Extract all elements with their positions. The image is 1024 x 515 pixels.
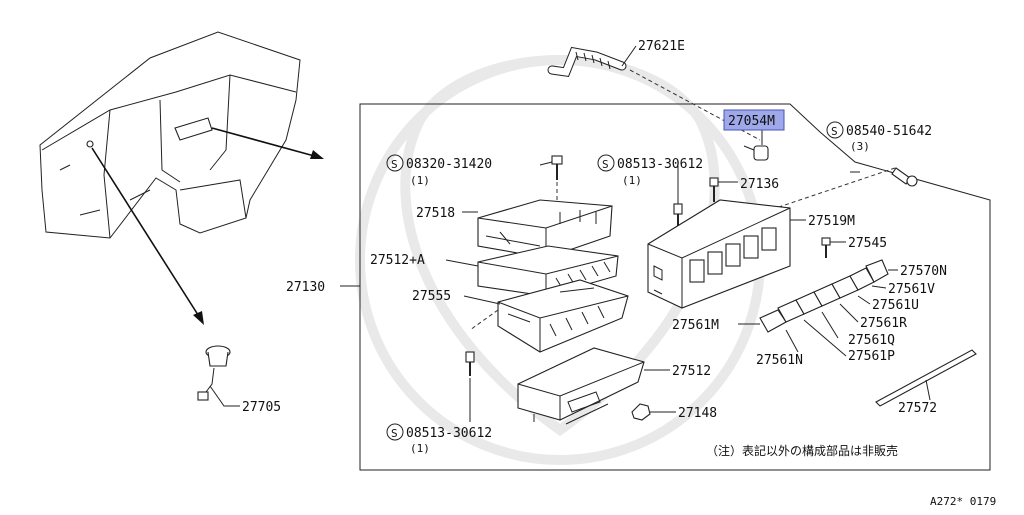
bolt-08540 xyxy=(769,167,918,211)
screw-symbol-08513-top: S xyxy=(602,158,609,171)
highlight-27054m xyxy=(723,109,785,131)
part-27518 xyxy=(462,199,613,259)
label-27518: 27518 xyxy=(416,206,455,221)
figure-code: A272* 0179 xyxy=(930,495,996,508)
screw-symbol-08320: S xyxy=(391,158,398,171)
label-08540: 08540-51642 xyxy=(846,124,932,139)
label-27545: 27545 xyxy=(848,236,887,251)
screw-symbol-08540: S xyxy=(831,125,838,138)
part-27572 xyxy=(875,349,977,407)
qty-08513-top: (1) xyxy=(622,174,642,187)
screw-27136 xyxy=(709,177,738,202)
qty-08320: (1) xyxy=(410,174,430,187)
label-27621e: 27621E xyxy=(638,39,685,54)
assembly-frame xyxy=(359,103,991,471)
callout-labels: 27621E 27054M 08540-51642 (3) 08320-3142… xyxy=(242,39,947,455)
part-27512 xyxy=(517,347,670,425)
label-27561u: 27561U xyxy=(872,298,919,313)
hose-27621e xyxy=(547,45,761,141)
label-27512: 27512 xyxy=(672,364,711,379)
label-27572: 27572 xyxy=(898,401,937,416)
label-27148: 27148 xyxy=(678,406,717,421)
label-27054m: 27054M xyxy=(728,114,775,129)
label-08513-bottom: 08513-30612 xyxy=(406,426,492,441)
screw-08513-bottom xyxy=(465,351,475,422)
location-arrows xyxy=(91,127,324,325)
qty-08513-bottom: (1) xyxy=(410,442,430,455)
label-27561r: 27561R xyxy=(860,316,907,331)
part-27555 xyxy=(463,279,629,353)
label-27512a: 27512+A xyxy=(370,253,425,268)
label-08320: 08320-31420 xyxy=(406,157,492,172)
label-27561q: 27561Q xyxy=(848,333,895,348)
part-27148 xyxy=(631,403,676,421)
part-27519m xyxy=(647,199,806,309)
label-27130: 27130 xyxy=(286,280,325,295)
label-08513-top: 08513-30612 xyxy=(617,157,703,172)
sensor-27054m xyxy=(743,130,769,161)
label-27561m: 27561M xyxy=(672,318,719,333)
label-27519m: 27519M xyxy=(808,214,855,229)
label-27555: 27555 xyxy=(412,289,451,304)
label-27136: 27136 xyxy=(740,177,779,192)
label-27561v: 27561V xyxy=(888,282,935,297)
label-27705: 27705 xyxy=(242,400,281,415)
screw-08513-top xyxy=(673,166,683,232)
label-27561p: 27561P xyxy=(848,349,895,364)
label-27570n: 27570N xyxy=(900,264,947,279)
screw-symbols: S S S S xyxy=(386,121,844,441)
part-27705 xyxy=(197,345,240,407)
knob-row xyxy=(738,259,898,357)
screw-27545 xyxy=(821,237,846,258)
dashboard-illustration xyxy=(39,31,301,239)
note-text: （注）表記以外の構成部品は非販売 xyxy=(706,443,898,458)
qty-08540: (3) xyxy=(850,140,870,153)
label-27561n: 27561N xyxy=(756,353,803,368)
screw-symbol-08513-bottom: S xyxy=(391,427,398,440)
